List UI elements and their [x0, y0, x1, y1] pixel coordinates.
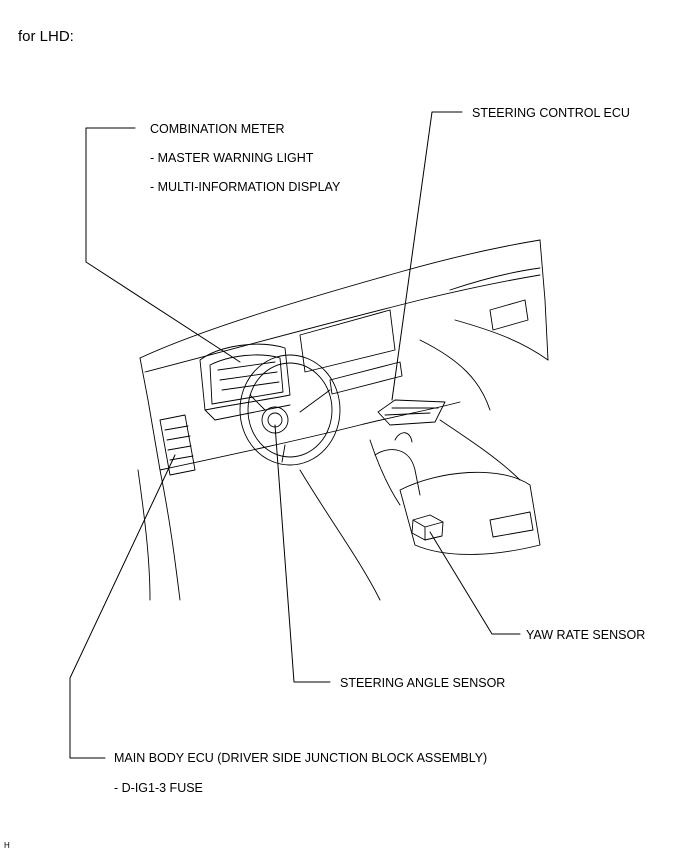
corner-mark: H: [4, 841, 10, 850]
label-master-warning-light: - MASTER WARNING LIGHT: [150, 151, 314, 165]
label-combination-meter: COMBINATION METER: [150, 122, 285, 136]
leader-lines: [69, 111, 521, 759]
steering-wheel: [239, 354, 341, 466]
label-multi-information-display: - MULTI-INFORMATION DISPLAY: [150, 180, 341, 194]
combination-meter: [199, 343, 291, 421]
main-body-ecu: [159, 414, 196, 476]
page-title: for LHD:: [18, 28, 74, 45]
dashboard-outline: [137, 239, 549, 601]
yaw-rate-sensor: [411, 514, 444, 541]
label-steering-control-ecu: STEERING CONTROL ECU: [472, 106, 630, 120]
label-main-body-ecu: MAIN BODY ECU (DRIVER SIDE JUNCTION BLOC…: [114, 751, 488, 765]
center-console: [374, 432, 541, 555]
label-d-ig1-3-fuse: - D-IG1-3 FUSE: [114, 781, 203, 795]
label-steering-angle-sensor: STEERING ANGLE SENSOR: [340, 676, 506, 690]
label-yaw-rate-sensor: YAW RATE SENSOR: [526, 628, 646, 642]
steering-control-ecu: [377, 399, 446, 426]
